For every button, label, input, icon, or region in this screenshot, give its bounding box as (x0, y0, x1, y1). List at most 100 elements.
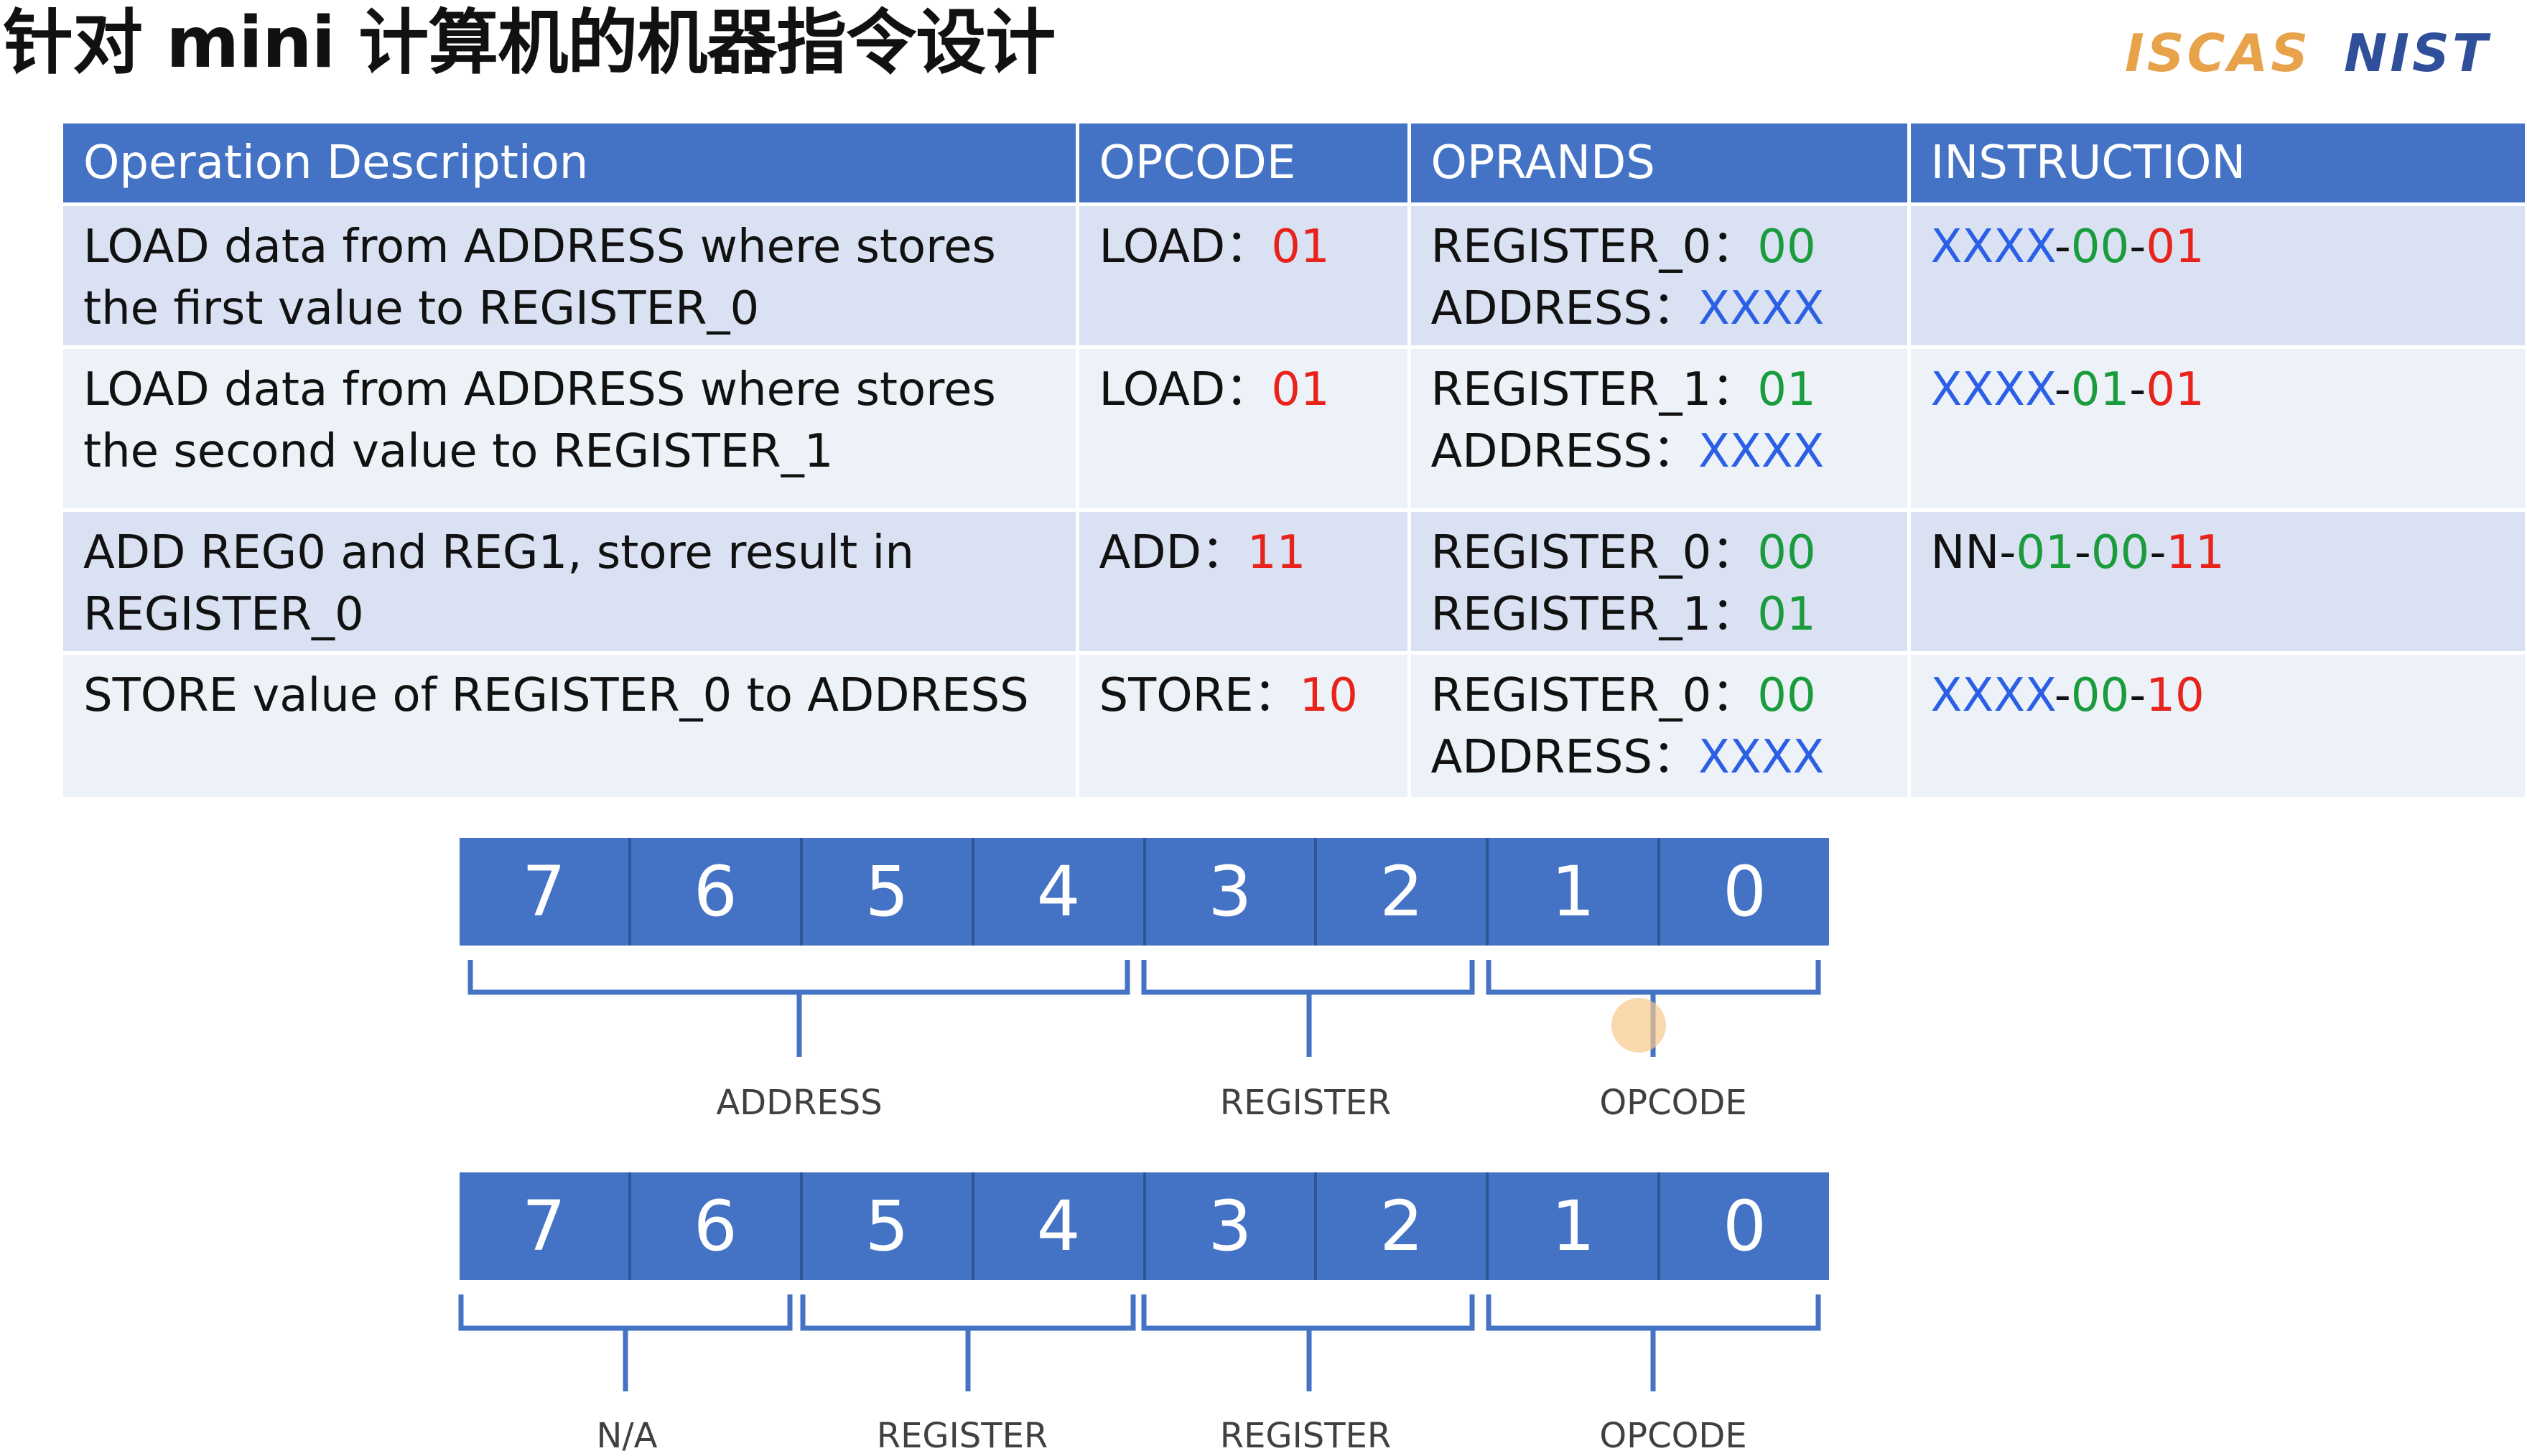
table-header-row: Operation Description OPCODE OPRANDS INS… (63, 123, 2527, 206)
field-label-address: ADDRESS (716, 1083, 883, 1123)
bit-cell: 7 (460, 1172, 631, 1280)
instr-sep: - (2129, 669, 2146, 722)
bit-cell: 1 (1489, 838, 1661, 946)
desc-line: REGISTER_0 (83, 588, 364, 641)
bit-cell: 3 (1146, 838, 1318, 946)
field-label-register: REGISTER (1219, 1083, 1392, 1123)
header-instruction: INSTRUCTION (1909, 123, 2527, 206)
opcode-value: 11 (1247, 526, 1306, 579)
desc-cell: LOAD data from ADDRESS where stores the … (63, 347, 1079, 512)
header-opcode: OPCODE (1077, 123, 1411, 206)
operand-name: REGISTER_1： (1430, 588, 1758, 641)
operand-value: 01 (1757, 363, 1816, 416)
instr-opcode: 01 (2146, 363, 2205, 416)
brace-address (467, 960, 1130, 1057)
cursor-highlight-icon (1611, 998, 1666, 1053)
instr-na: NN (1930, 526, 2000, 579)
brace-register-b (1141, 1294, 1475, 1391)
opcode-value: 01 (1271, 220, 1330, 274)
instr-sep: - (2074, 526, 2091, 579)
instr-opcode: 01 (2146, 220, 2205, 274)
bitfield-2: 7 6 5 4 3 2 1 0 (460, 1172, 1829, 1280)
desc-cell: LOAD data from ADDRESS where stores the … (63, 204, 1079, 349)
brace-opcode-2 (1486, 1294, 1821, 1391)
operand-name: REGISTER_0： (1430, 669, 1758, 722)
opcode-name: LOAD： (1099, 363, 1272, 416)
logos: ISCAS NIST (2125, 14, 2527, 86)
instr-address: XXXX (1930, 363, 2054, 416)
operands-cell: REGISTER_0：00 ADDRESS：XXXX (1409, 653, 1911, 801)
instr-sep: - (2054, 220, 2071, 274)
field-label-na: N/A (596, 1416, 658, 1456)
instruction-cell: XXXX-00-10 (1909, 653, 2527, 801)
instruction-table: Operation Description OPCODE OPRANDS INS… (63, 123, 2527, 801)
desc-line: ADD REG0 and REG1, store result in (83, 526, 914, 579)
desc-line: the first value to REGISTER_0 (83, 282, 760, 335)
instruction-cell: XXXX-00-01 (1909, 204, 2527, 349)
operands-cell: REGISTER_1：01 ADDRESS：XXXX (1409, 347, 1911, 512)
desc-line: LOAD data from ADDRESS where stores (83, 363, 996, 416)
instr-sep: - (2054, 669, 2071, 722)
field-label-register-b: REGISTER (1219, 1416, 1392, 1456)
bit-cell: 7 (460, 838, 631, 946)
operands-cell: REGISTER_0：00 REGISTER_1：01 (1409, 510, 1911, 655)
brace-register-a (800, 1294, 1136, 1391)
operand-value: 00 (1757, 220, 1816, 274)
bit-cell: 4 (974, 1172, 1146, 1280)
instr-opcode: 11 (2166, 526, 2225, 579)
table-row: LOAD data from ADDRESS where stores the … (63, 204, 2527, 349)
bit-cell: 6 (631, 838, 803, 946)
desc-line: STORE value of REGISTER_0 to ADDRESS (83, 669, 1029, 722)
operands-cell: REGISTER_0：00 ADDRESS：XXXX (1409, 204, 1911, 349)
iscas-logo: ISCAS (2125, 23, 2312, 83)
instr-sep: - (2129, 363, 2146, 416)
opcode-value: 10 (1299, 669, 1358, 722)
table-row: ADD REG0 and REG1, store result in REGIS… (63, 510, 2527, 655)
opcode-cell: STORE：10 (1077, 653, 1411, 801)
field-label-opcode-2: OPCODE (1599, 1416, 1747, 1456)
instr-sep: - (1999, 526, 2016, 579)
desc-line: the second value to REGISTER_1 (83, 425, 834, 478)
bit-cell: 1 (1489, 1172, 1661, 1280)
instr-register: 01 (2070, 363, 2130, 416)
instruction-cell: NN-01-00-11 (1909, 510, 2527, 655)
operand-value: 00 (1757, 526, 1816, 579)
opcode-cell: LOAD：01 (1077, 347, 1411, 512)
nist-logo: NIST (2344, 23, 2491, 83)
bit-cell: 6 (631, 1172, 803, 1280)
bit-cell: 2 (1317, 1172, 1489, 1280)
opcode-value: 01 (1271, 363, 1330, 416)
bit-cell: 5 (803, 838, 974, 946)
operand-name: REGISTER_0： (1430, 220, 1758, 274)
instr-opcode: 10 (2146, 669, 2205, 722)
operand-name: ADDRESS： (1430, 282, 1699, 335)
bit-cell: 0 (1723, 851, 1767, 932)
header-oprands: OPRANDS (1409, 123, 1911, 206)
bit-cell: 3 (1146, 1172, 1318, 1280)
field-label-register-a: REGISTER (876, 1416, 1048, 1456)
operand-name: ADDRESS： (1430, 731, 1699, 784)
opcode-cell: ADD：11 (1077, 510, 1411, 655)
brace-na (458, 1294, 793, 1391)
bitfield-1: 7 6 5 4 3 2 1 0 (460, 838, 1829, 946)
operand-value: 00 (1757, 669, 1816, 722)
opcode-name: STORE： (1099, 669, 1300, 722)
operand-name: ADDRESS： (1430, 425, 1699, 478)
instr-sep: - (2054, 363, 2071, 416)
desc-line: LOAD data from ADDRESS where stores (83, 220, 996, 274)
instr-register: 00 (2070, 669, 2130, 722)
operand-value: XXXX (1698, 282, 1825, 335)
operand-name: REGISTER_1： (1430, 363, 1758, 416)
instr-address: XXXX (1930, 220, 2054, 274)
operand-value: XXXX (1698, 425, 1825, 478)
operand-value: XXXX (1698, 731, 1825, 784)
desc-cell: STORE value of REGISTER_0 to ADDRESS (63, 653, 1079, 801)
bit-cell: 5 (803, 1172, 974, 1280)
instr-register: 01 (2016, 526, 2075, 579)
instr-address: XXXX (1930, 669, 2054, 722)
bit-cell: 4 (974, 838, 1146, 946)
opcode-cell: LOAD：01 (1077, 204, 1411, 349)
instr-sep: - (2129, 220, 2146, 274)
operand-value: 01 (1757, 588, 1816, 641)
